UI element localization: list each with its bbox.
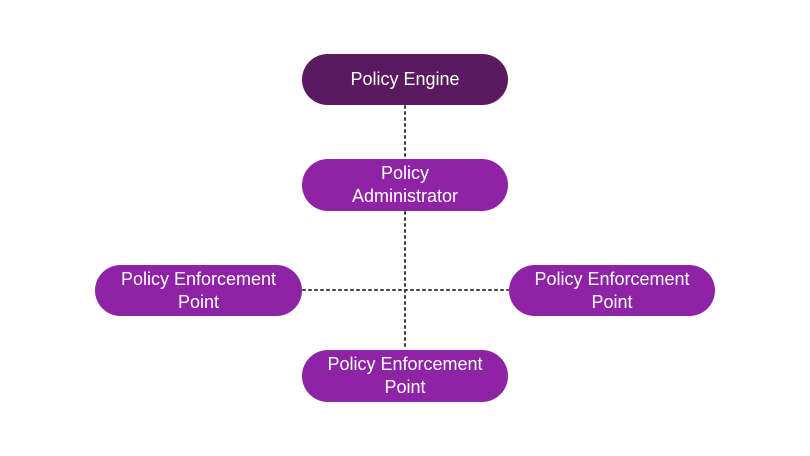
pep-right-label-line1: Policy Enforcement [534,268,690,289]
policy-administrator-label-line2: Administrator [351,186,459,206]
pep-right-label-line2: Point [591,291,633,312]
pep-left-label-line1: Policy Enforcement [120,268,277,289]
pep-bottom-node: Policy Enforcement Point [302,350,508,402]
policy-engine-label: Policy Engine [350,69,460,89]
policy-administrator-label-line1: Policy [380,163,429,183]
pep-bottom-label-line1: Policy Enforcement [327,354,483,374]
policy-engine-node: Policy Engine [302,54,508,105]
pep-bottom-label-line2: Point [384,377,426,397]
policy-administrator-node: Policy Administrator [302,159,508,211]
pep-right-node: Policy Enforcement Point [509,265,715,316]
pep-left-node: Policy Enforcement Point [95,265,302,316]
pep-left-label-line2: Point [177,291,219,312]
